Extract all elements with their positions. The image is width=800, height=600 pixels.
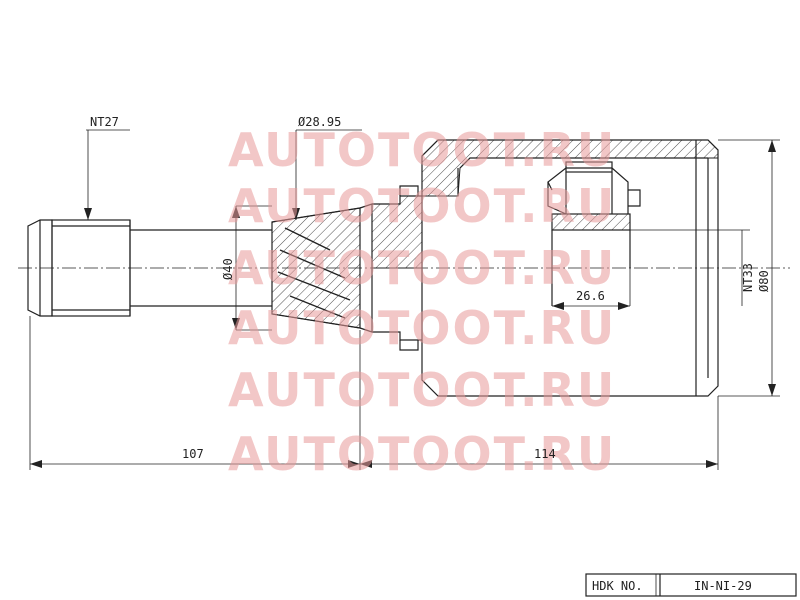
watermark-line: AUTOTOOT.RU: [228, 123, 616, 177]
label-length-107: 107: [182, 447, 204, 461]
watermark-line: AUTOTOOT.RU: [228, 179, 616, 233]
label-spline-diameter: Ø28.95: [298, 115, 341, 129]
title-block-label: HDK NO.: [592, 579, 643, 593]
watermark-line: AUTOTOOT.RU: [228, 427, 616, 481]
label-outer-diameter: Ø80: [757, 270, 771, 292]
label-length-114: 114: [534, 447, 556, 461]
watermark: AUTOTOOT.RU AUTOTOOT.RU AUTOTOOT.RU AUTO…: [228, 123, 616, 481]
title-block: HDK NO. IN-NI-29: [585, 573, 797, 597]
helical-grooves: [277, 227, 351, 319]
label-ball-offset: 26.6: [576, 289, 605, 303]
watermark-line: AUTOTOOT.RU: [228, 363, 616, 417]
label-seal-diameter: Ø40: [221, 258, 235, 280]
label-nt33: NT33: [741, 263, 755, 292]
watermark-line: AUTOTOOT.RU: [228, 301, 616, 355]
title-block-part-number: IN-NI-29: [694, 579, 752, 593]
label-nt27: NT27: [90, 115, 119, 129]
arrowheads: [30, 140, 776, 468]
watermark-line: AUTOTOOT.RU: [228, 241, 616, 295]
dimension-lines: [29, 129, 780, 470]
